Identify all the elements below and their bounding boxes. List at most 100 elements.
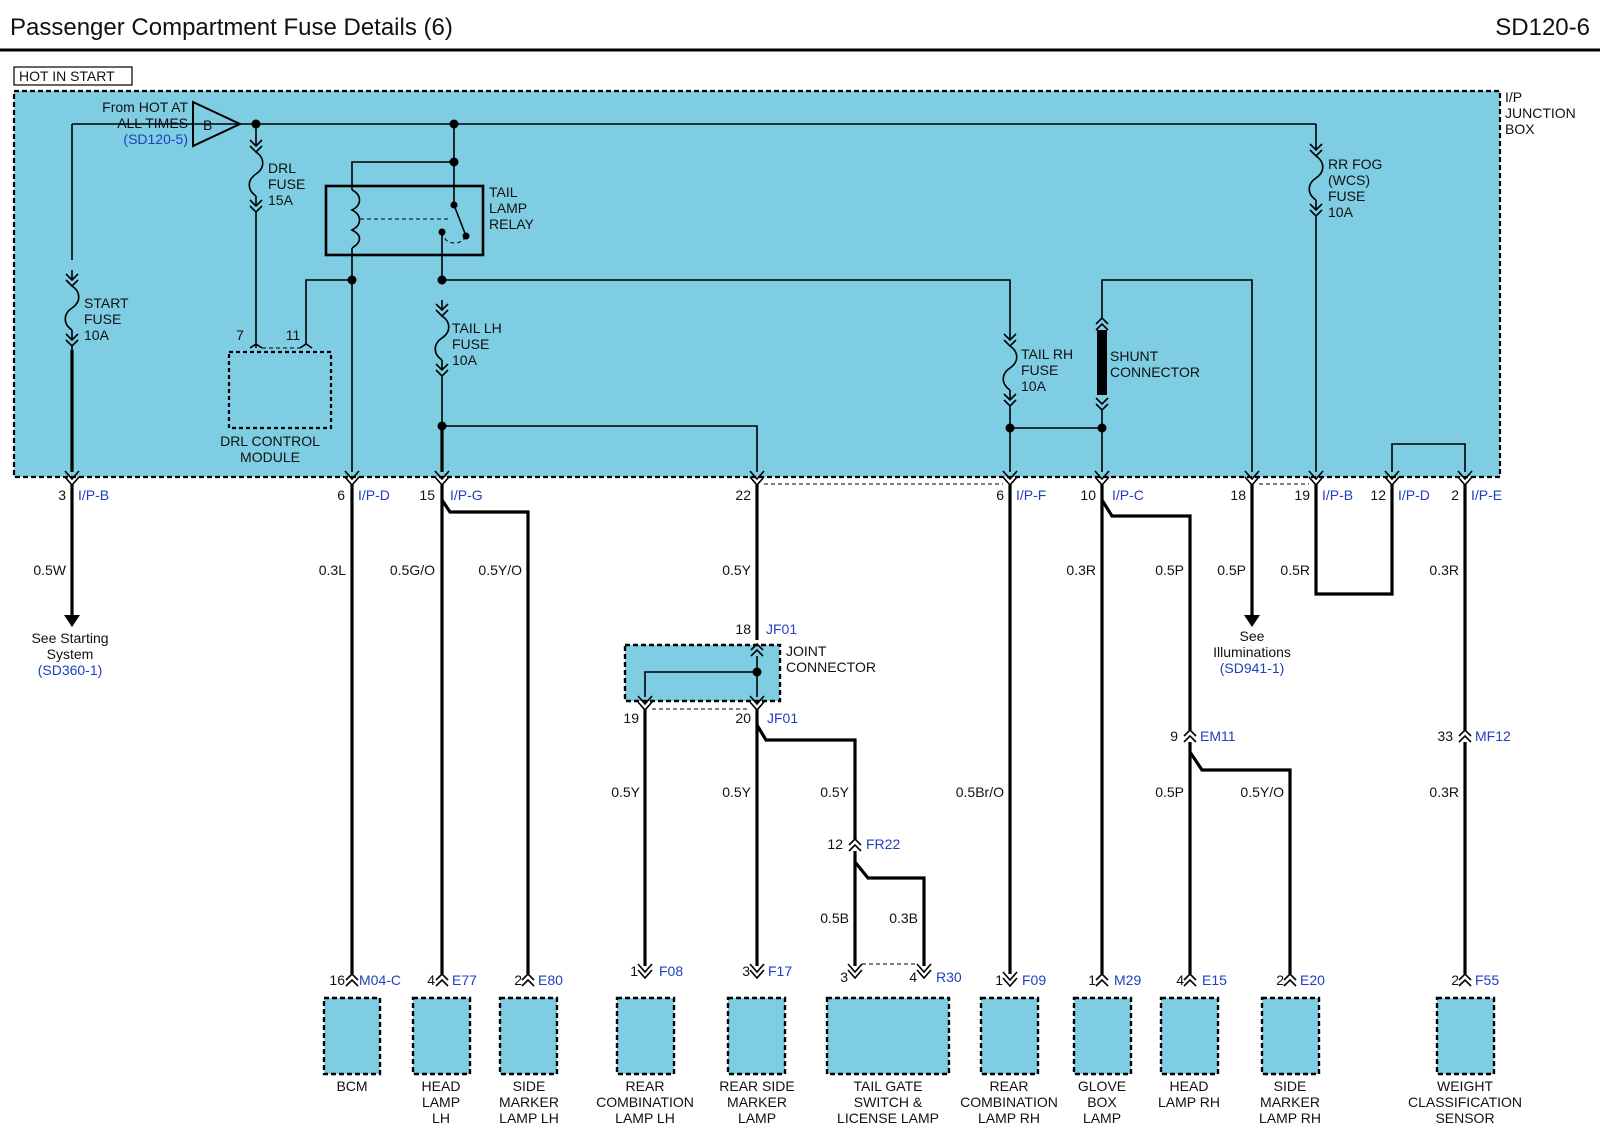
tail-gate-switch-license-lamp-component[interactable] — [825, 996, 951, 1076]
svg-text:1: 1 — [1088, 972, 1096, 988]
svg-text:(WCS): (WCS) — [1328, 172, 1370, 188]
svg-text:0.3R: 0.3R — [1429, 784, 1459, 800]
svg-text:R30: R30 — [936, 969, 962, 985]
svg-text:LH: LH — [432, 1110, 450, 1126]
svg-text:BOX: BOX — [1505, 121, 1535, 137]
head-lamp-lh-component[interactable] — [411, 996, 472, 1076]
svg-text:0.5P: 0.5P — [1155, 784, 1184, 800]
svg-text:I/P: I/P — [1505, 89, 1522, 105]
svg-text:0.5Y: 0.5Y — [722, 562, 751, 578]
drl-pin-7: 7 — [236, 327, 244, 343]
svg-text:COMBINATION: COMBINATION — [960, 1094, 1058, 1110]
svg-text:LAMP: LAMP — [422, 1094, 460, 1110]
rr-fog-fuse-label: RR FOG (WCS) FUSE 10A — [1328, 156, 1382, 220]
page-code: SD120-6 — [1495, 14, 1590, 41]
svg-text:BOX: BOX — [1087, 1094, 1117, 1110]
svg-text:0.3B: 0.3B — [889, 910, 918, 926]
rear-combination-lamp-rh-component[interactable] — [979, 996, 1040, 1076]
svg-text:0.5Y: 0.5Y — [820, 784, 849, 800]
svg-text:0.5P: 0.5P — [1217, 562, 1246, 578]
svg-text:12: 12 — [1370, 487, 1386, 503]
svg-text:0.5Y/O: 0.5Y/O — [1240, 784, 1284, 800]
svg-text:TAIL: TAIL — [489, 184, 518, 200]
svg-text:3: 3 — [840, 969, 848, 985]
svg-text:FUSE: FUSE — [452, 336, 489, 352]
svg-text:E20: E20 — [1300, 972, 1325, 988]
rear-combination-lamp-lh-component[interactable] — [615, 996, 676, 1076]
see-illuminations-ref[interactable]: See Illuminations (SD941-1) — [1213, 628, 1291, 676]
svg-text:(SD941-1): (SD941-1) — [1220, 660, 1285, 676]
drl-pin-11: 11 — [286, 327, 301, 343]
svg-text:DRL: DRL — [268, 160, 296, 176]
svg-text:10: 10 — [1080, 487, 1096, 503]
svg-text:JF01: JF01 — [767, 710, 798, 726]
svg-text:System: System — [47, 646, 94, 662]
svg-text:FUSE: FUSE — [268, 176, 305, 192]
svg-text:FR22: FR22 — [866, 836, 900, 852]
side-marker-lamp-lh-component[interactable] — [498, 996, 559, 1076]
svg-text:0.5Y/O: 0.5Y/O — [478, 562, 522, 578]
svg-text:F55: F55 — [1475, 972, 1499, 988]
svg-text:0.5W: 0.5W — [33, 562, 66, 578]
tail-lh-fuse-label: TAIL LH FUSE 10A — [452, 320, 502, 368]
component-labels: BCM HEAD LAMP LH SIDE MARKER LAMP LH REA… — [336, 1078, 1522, 1126]
svg-text:33: 33 — [1437, 728, 1453, 744]
glove-box-lamp-component[interactable] — [1072, 996, 1133, 1076]
svg-text:MARKER: MARKER — [727, 1094, 787, 1110]
svg-text:I/P-B: I/P-B — [78, 487, 109, 503]
svg-text:0.5R: 0.5R — [1280, 562, 1310, 578]
svg-text:LAMP LH: LAMP LH — [615, 1110, 675, 1126]
drl-fuse-label: DRL FUSE 15A — [268, 160, 305, 208]
bcm-component[interactable] — [322, 996, 382, 1076]
svg-text:START: START — [84, 295, 129, 311]
svg-text:FUSE: FUSE — [1328, 188, 1365, 204]
svg-text:REAR: REAR — [626, 1078, 665, 1094]
svg-text:I/P-B: I/P-B — [1322, 487, 1353, 503]
svg-text:4: 4 — [1176, 972, 1184, 988]
svg-text:From HOT AT: From HOT AT — [102, 99, 188, 115]
svg-text:0.3R: 0.3R — [1066, 562, 1096, 578]
svg-text:0.5Y: 0.5Y — [611, 784, 640, 800]
svg-text:FUSE: FUSE — [84, 311, 121, 327]
svg-text:RR FOG: RR FOG — [1328, 156, 1382, 172]
svg-text:SIDE: SIDE — [513, 1078, 546, 1094]
side-marker-lamp-rh-component[interactable] — [1260, 996, 1321, 1076]
rear-side-marker-lamp-component[interactable] — [726, 996, 787, 1076]
svg-text:9: 9 — [1170, 728, 1178, 744]
svg-text:6: 6 — [337, 487, 345, 503]
source-terminal: From HOT AT ALL TIMES (SD120-5) B — [102, 99, 243, 148]
shunt-connector — [1097, 330, 1107, 395]
svg-text:2: 2 — [514, 972, 522, 988]
svg-text:TAIL GATE: TAIL GATE — [854, 1078, 923, 1094]
svg-text:15: 15 — [419, 487, 435, 503]
hot-in-start-label: HOT IN START — [19, 68, 115, 84]
svg-text:CONNECTOR: CONNECTOR — [1110, 364, 1200, 380]
svg-text:F17: F17 — [768, 963, 792, 979]
svg-text:10A: 10A — [452, 352, 478, 368]
svg-text:3: 3 — [742, 963, 750, 979]
svg-text:CLASSIFICATION: CLASSIFICATION — [1408, 1094, 1522, 1110]
svg-text:E15: E15 — [1202, 972, 1227, 988]
tail-lamp-relay — [324, 184, 485, 257]
svg-text:LAMP: LAMP — [738, 1110, 776, 1126]
drl-module-label: DRL CONTROL — [220, 433, 320, 449]
svg-text:LAMP RH: LAMP RH — [1259, 1110, 1321, 1126]
svg-text:10A: 10A — [1328, 204, 1354, 220]
svg-text:See Starting: See Starting — [31, 630, 108, 646]
see-starting-system-ref[interactable]: See Starting System (SD360-1) — [31, 630, 108, 678]
svg-text:I/P-G: I/P-G — [450, 487, 483, 503]
svg-text:LAMP RH: LAMP RH — [1158, 1094, 1220, 1110]
box-pins: 3 I/P-B 6 I/P-D 15 I/P-G 22 6 I/P-F 10 I… — [58, 487, 1502, 503]
svg-text:FUSE: FUSE — [1021, 362, 1058, 378]
junction-box-label: I/P JUNCTION BOX — [1505, 89, 1576, 137]
weight-classification-sensor-component[interactable] — [1435, 996, 1496, 1076]
svg-text:SHUNT: SHUNT — [1110, 348, 1159, 364]
svg-text:0.3L: 0.3L — [319, 562, 346, 578]
svg-text:1: 1 — [995, 972, 1003, 988]
svg-text:19: 19 — [623, 710, 639, 726]
svg-text:0.3R: 0.3R — [1429, 562, 1459, 578]
head-lamp-rh-component[interactable] — [1159, 996, 1220, 1076]
svg-text:10A: 10A — [84, 327, 110, 343]
svg-text:0.5G/O: 0.5G/O — [390, 562, 435, 578]
